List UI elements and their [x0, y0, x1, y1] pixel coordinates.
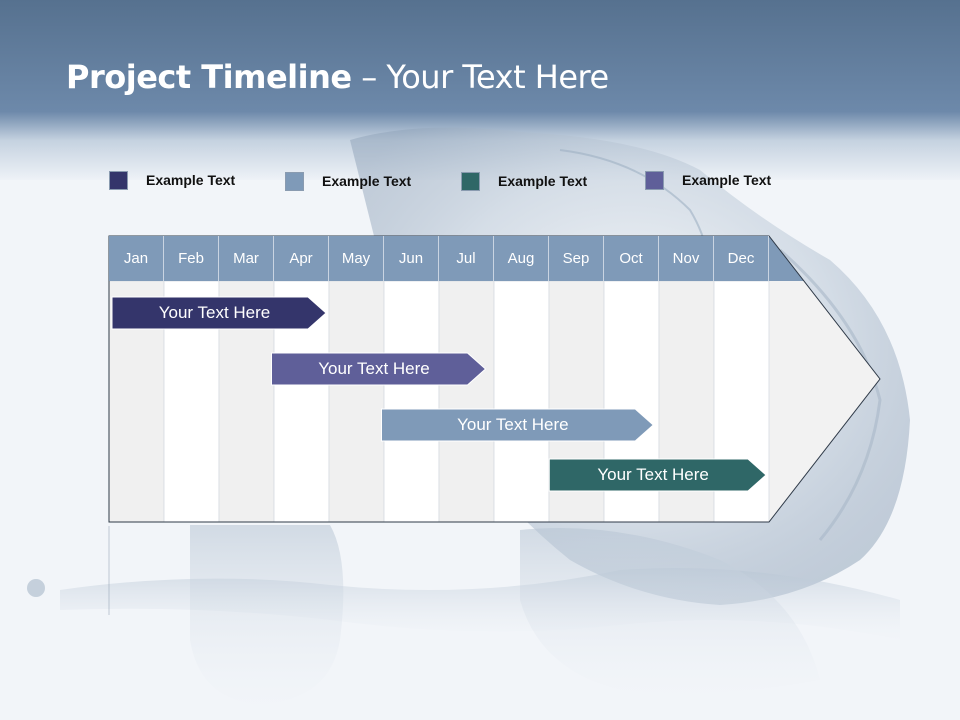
month-label-may: May [329, 236, 384, 281]
task-bar [111, 296, 327, 330]
month-label-jul: Jul [439, 236, 494, 281]
task-bar [271, 352, 487, 386]
legend-label: Example Text [682, 172, 772, 188]
month-label-apr: Apr [274, 236, 329, 281]
legend-label: Example Text [322, 173, 412, 189]
legend-label: Example Text [498, 173, 588, 189]
title-rest-text: – Your Text Here [351, 58, 609, 96]
month-label-feb: Feb [164, 236, 219, 281]
task-bar [548, 458, 767, 492]
month-column [493, 280, 550, 523]
task-bar [381, 408, 655, 442]
month-column [438, 280, 495, 523]
legend-swatch [461, 172, 480, 191]
legend-swatch [109, 171, 128, 190]
legend-swatch [645, 171, 664, 190]
month-label-jun: Jun [384, 236, 439, 281]
month-column [328, 280, 385, 523]
month-column [383, 280, 440, 523]
month-label-jan: Jan [109, 236, 164, 281]
month-label-nov: Nov [659, 236, 714, 281]
month-label-aug: Aug [494, 236, 549, 281]
month-label-mar: Mar [219, 236, 274, 281]
slide-title: Project Timeline – Your Text Here [66, 58, 609, 104]
month-label-dec: Dec [714, 236, 769, 281]
month-label-oct: Oct [604, 236, 659, 281]
month-label-sep: Sep [549, 236, 604, 281]
legend-swatch [285, 172, 304, 191]
legend-label: Example Text [146, 172, 236, 188]
title-bold-text: Project Timeline [66, 58, 352, 96]
